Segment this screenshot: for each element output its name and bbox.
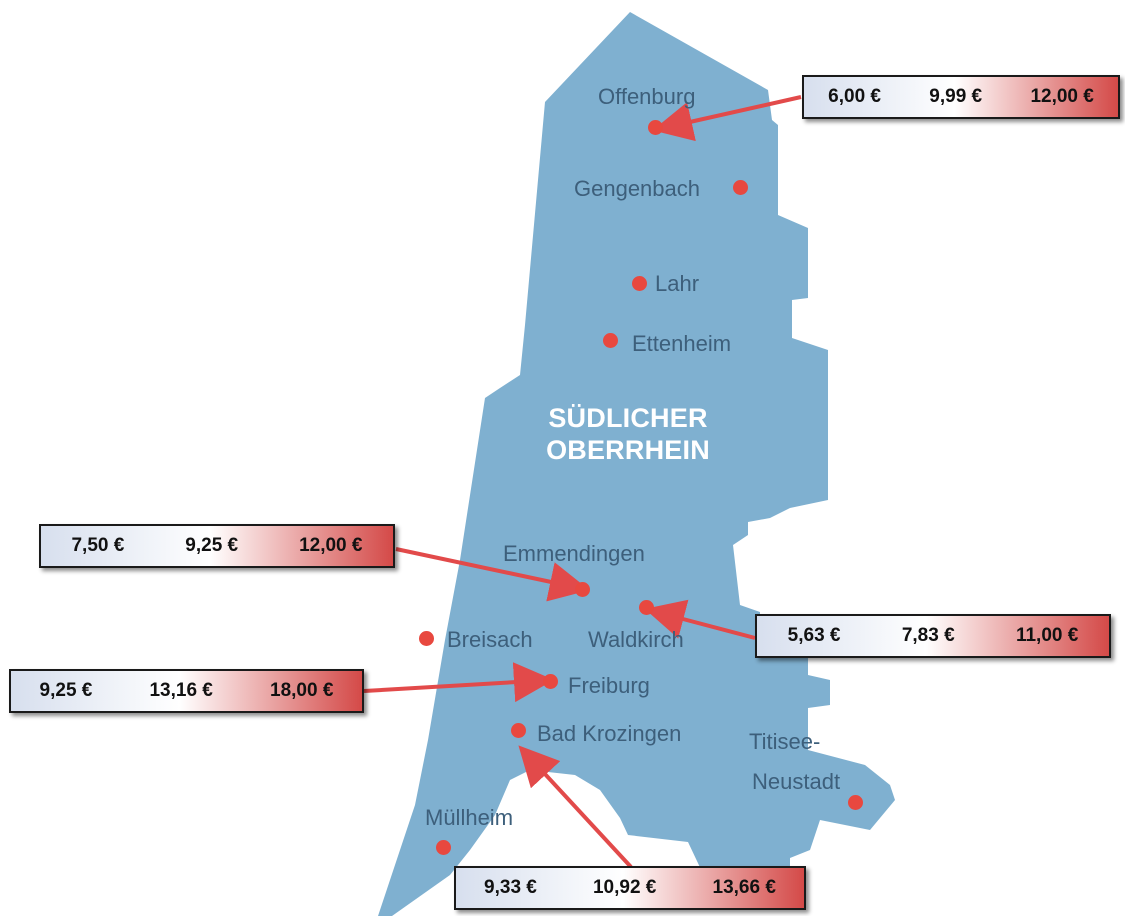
region-label-line1: SÜDLICHER	[548, 403, 708, 433]
arrow-bad-krozingen	[518, 745, 633, 869]
price-min: 9,25 €	[39, 680, 93, 701]
arrow-offenburg	[652, 95, 802, 142]
price-avg: 13,16 €	[149, 680, 213, 701]
city-label-gengenbach: Gengenbach	[574, 176, 700, 201]
price-max: 18,00 €	[270, 680, 334, 701]
arrow-waldkirch	[644, 599, 756, 640]
region-label: SÜDLICHER OBERRHEIN	[528, 402, 728, 466]
price-box-offenburg: 6,00 € 9,99 € 12,00 €	[802, 75, 1120, 119]
marker-titisee-neustadt	[848, 795, 863, 810]
price-avg: 9,25 €	[185, 535, 239, 556]
price-box-bad-krozingen: 9,33 € 10,92 € 13,66 €	[454, 866, 806, 910]
price-avg: 10,92 €	[592, 877, 657, 898]
price-min: 5,63 €	[787, 625, 841, 646]
price-box-emmendingen: 7,50 € 9,25 € 12,00 €	[39, 524, 395, 568]
price-max: 12,00 €	[1030, 86, 1094, 107]
price-box-freiburg: 9,25 € 13,16 € 18,00 €	[9, 669, 364, 713]
marker-lahr	[632, 276, 647, 291]
marker-emmendingen	[575, 582, 590, 597]
price-max: 12,00 €	[299, 535, 363, 556]
arrow-emmendingen	[395, 547, 590, 602]
city-label-titisee: Titisee-	[749, 729, 821, 754]
city-label-bad-krozingen: Bad Krozingen	[537, 721, 682, 746]
price-min: 6,00 €	[828, 86, 881, 107]
price-min: 7,50 €	[71, 535, 125, 556]
price-avg: 7,83 €	[901, 625, 955, 646]
city-label-freiburg: Freiburg	[568, 673, 650, 698]
city-label-neustadt: Neustadt	[752, 769, 841, 794]
marker-freiburg	[543, 674, 558, 689]
arrow-freiburg	[363, 662, 554, 703]
region-label-line2: OBERRHEIN	[546, 435, 710, 465]
price-min: 9,33 €	[484, 877, 537, 898]
price-avg: 9,99 €	[929, 86, 983, 107]
marker-bad-krozingen	[511, 723, 526, 738]
price-max: 13,66 €	[712, 877, 776, 898]
marker-muellheim	[436, 840, 451, 855]
city-label-breisach: Breisach	[447, 627, 533, 652]
city-label-lahr: Lahr	[655, 271, 700, 296]
marker-gengenbach	[733, 180, 748, 195]
marker-ettenheim	[603, 333, 618, 348]
city-label-muellheim: Müllheim	[425, 805, 514, 830]
city-label-waldkirch: Waldkirch	[588, 627, 684, 652]
city-label-offenburg: Offenburg	[598, 84, 696, 109]
price-box-waldkirch: 5,63 € 7,83 € 11,00 €	[755, 614, 1111, 658]
price-max: 11,00 €	[1015, 625, 1079, 646]
city-label-emmendingen: Emmendingen	[503, 541, 645, 566]
marker-breisach	[419, 631, 434, 646]
marker-offenburg	[648, 120, 663, 135]
marker-waldkirch	[639, 600, 654, 615]
region-shape	[378, 12, 895, 916]
city-label-ettenheim: Ettenheim	[632, 331, 732, 356]
